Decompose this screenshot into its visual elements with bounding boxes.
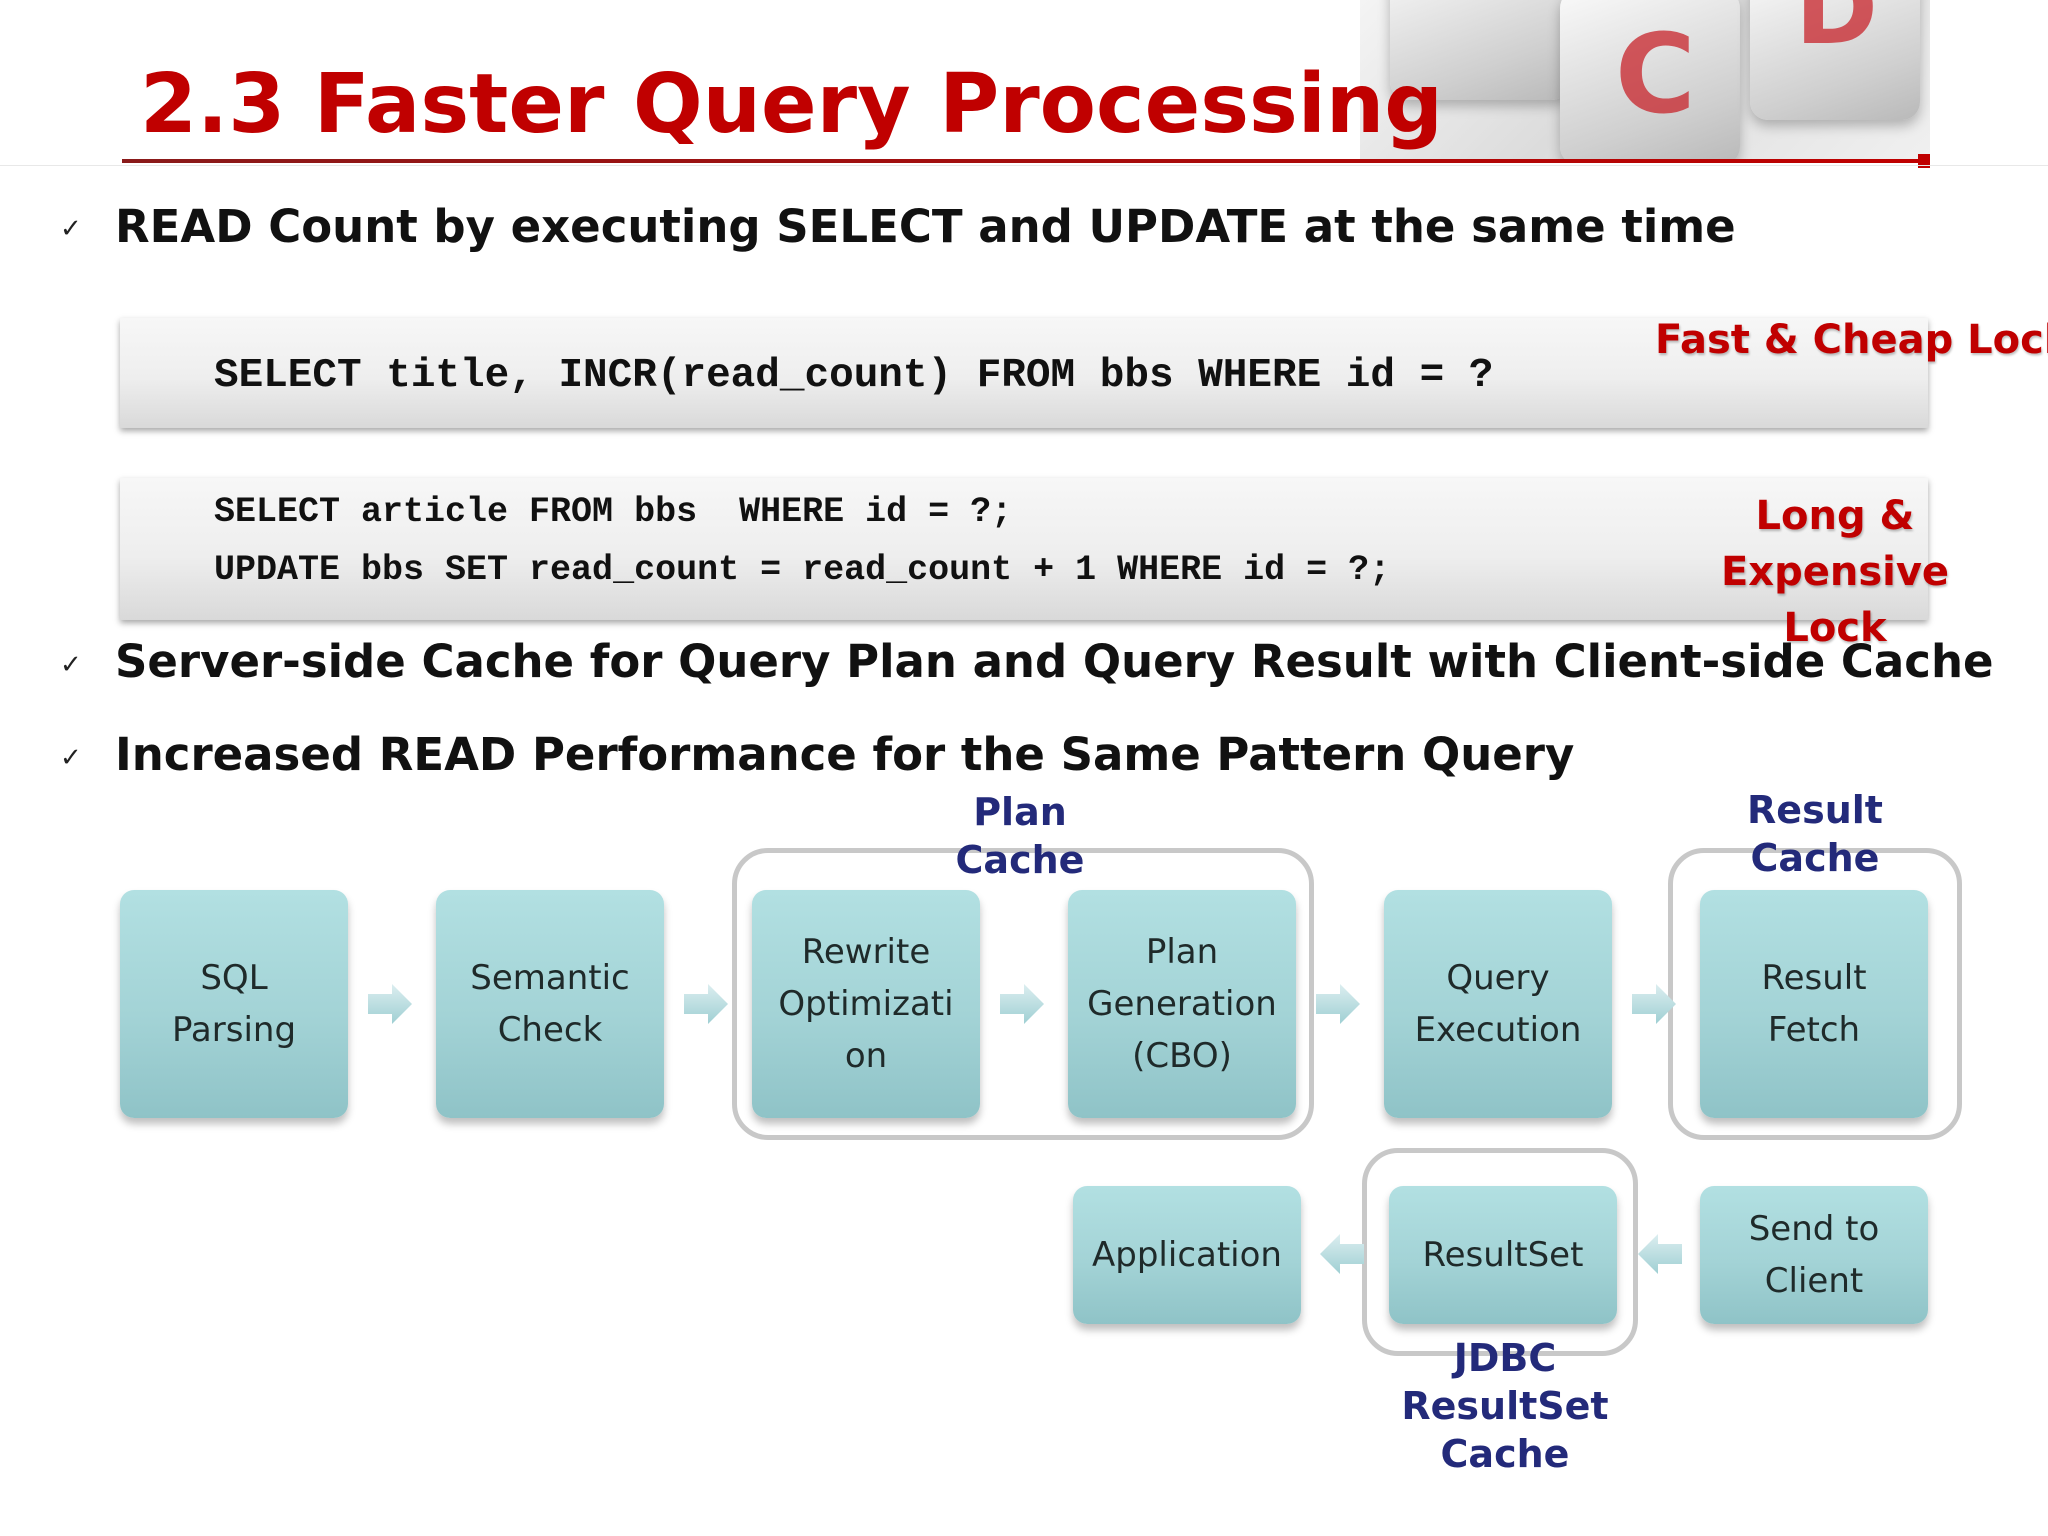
checkmark-icon: ✓ <box>60 743 82 773</box>
bullet-text: READ Count by executing SELECT and UPDAT… <box>115 200 1736 253</box>
code-line: SELECT article FROM bbs WHERE id = ?; <box>214 492 1013 532</box>
keycap-letter-d-glyph: D <box>1795 0 1879 67</box>
code-box-fast <box>120 318 1928 428</box>
result-cache-label: Result Cache <box>1747 788 1883 880</box>
block-arrow-icon <box>1000 984 1044 1024</box>
query-execution-step: Query Execution <box>1384 890 1612 1118</box>
slide-title: 2.3 Faster Query Processing <box>140 57 1443 152</box>
title-underline <box>122 159 1930 163</box>
block-arrow-icon <box>1316 984 1360 1024</box>
checkmark-icon: ✓ <box>60 650 82 680</box>
block-arrow-icon <box>1638 1234 1682 1274</box>
header-divider <box>0 165 2048 166</box>
send-to-client-step: Send to Client <box>1700 1186 1928 1324</box>
keycap-image: C <box>1560 0 1740 160</box>
rewrite-optimization-step: Rewrite Optimizati on <box>752 890 980 1118</box>
result-cache-group <box>1668 848 1962 1140</box>
block-arrow-icon <box>368 984 412 1024</box>
fast-lock-label: Fast & Cheap Lock <box>1655 317 2048 363</box>
bullet-text: Increased READ Performance for the Same … <box>115 728 1575 781</box>
semantic-check-step: Semantic Check <box>436 890 664 1118</box>
header-keyboard-decoration: C D <box>1360 0 1930 160</box>
resultset-step: ResultSet <box>1389 1186 1617 1324</box>
jdbc-resultset-cache-label: JDBC ResultSet Cache <box>1401 1336 1609 1476</box>
plan-cache-group <box>732 848 1314 1140</box>
code-line: UPDATE bbs SET read_count = read_count +… <box>214 550 1391 590</box>
keycap-letter-c-glyph: C <box>1615 10 1696 138</box>
title-underline-end <box>1918 154 1930 168</box>
bullet-text: Server-side Cache for Query Plan and Que… <box>115 635 1994 688</box>
code-box-slow <box>120 478 1928 620</box>
keycap-image <box>1390 0 1570 100</box>
sql-parsing-step: SQL Parsing <box>120 890 348 1118</box>
code-line: SELECT title, INCR(read_count) FROM bbs … <box>214 353 1494 399</box>
block-arrow-icon <box>1632 984 1676 1024</box>
keycap-image: D <box>1750 0 1920 120</box>
plan-generation-step: Plan Generation (CBO) <box>1068 890 1296 1118</box>
application-step: Application <box>1073 1186 1301 1324</box>
checkmark-icon: ✓ <box>60 214 82 244</box>
block-arrow-icon <box>684 984 728 1024</box>
plan-cache-label: Plan Cache <box>955 790 1085 882</box>
block-arrow-icon <box>1320 1234 1364 1274</box>
result-fetch-step: Result Fetch <box>1700 890 1928 1118</box>
jdbc-cache-group <box>1362 1148 1638 1356</box>
expensive-lock-label: Long & Expensive Lock <box>1720 493 1950 651</box>
